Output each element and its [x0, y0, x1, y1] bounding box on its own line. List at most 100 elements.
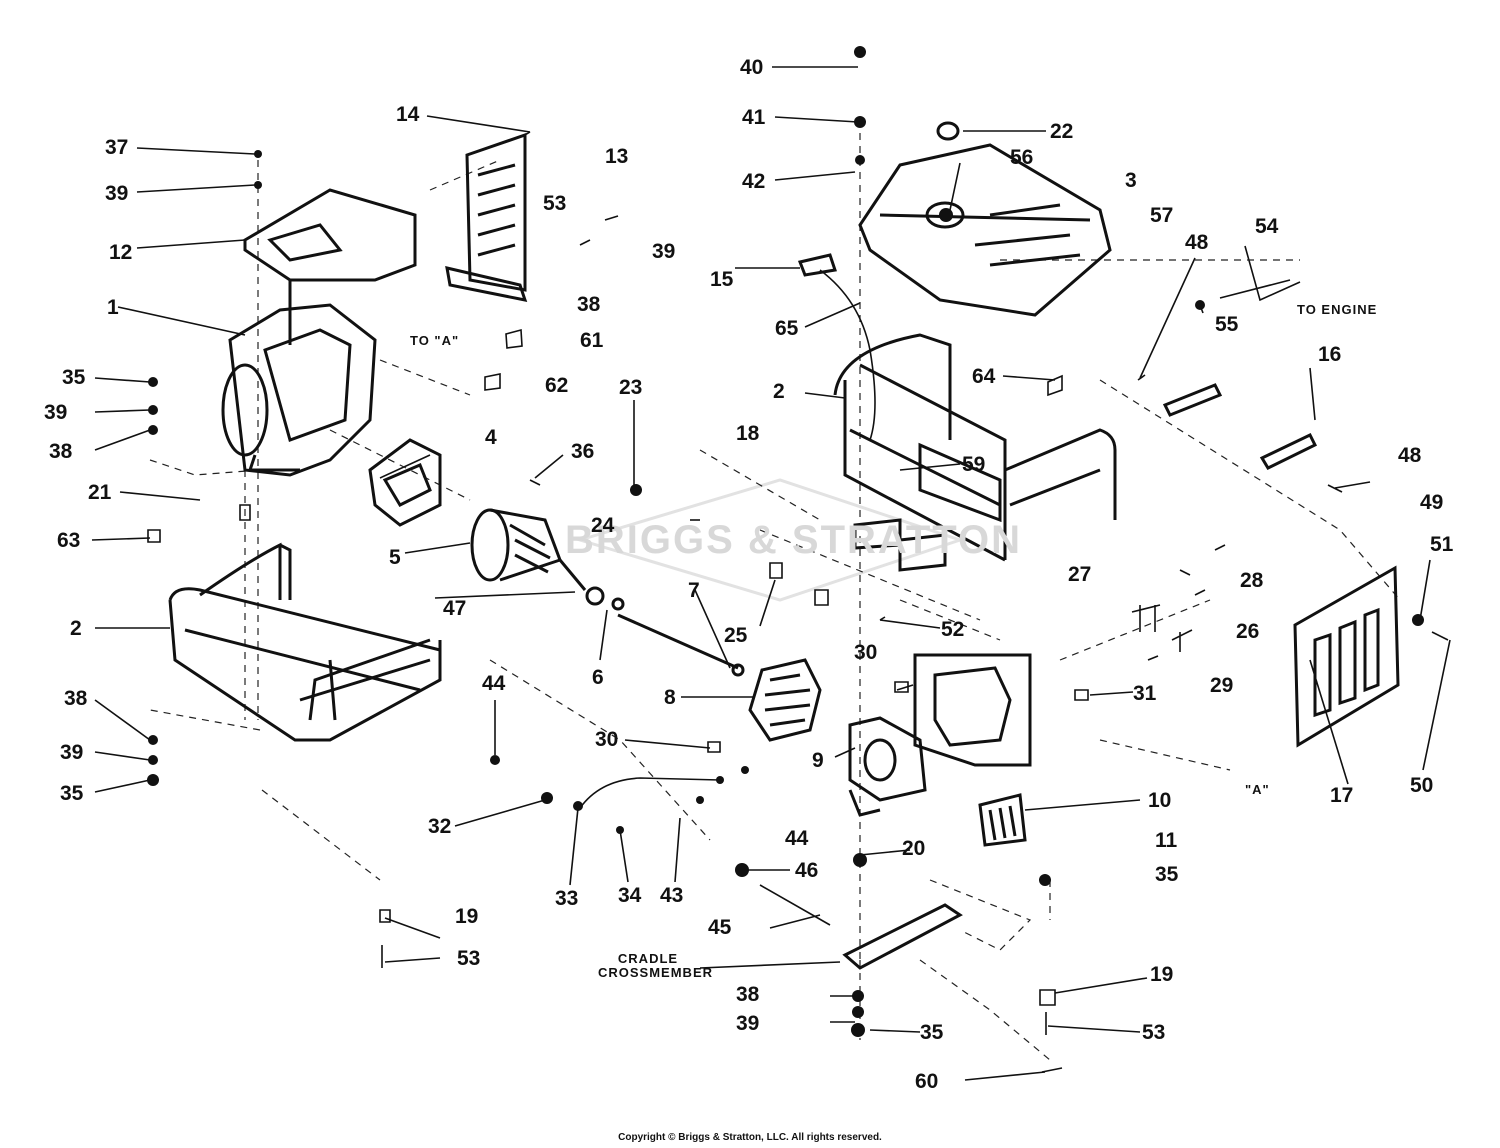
note-a-mark: "A" [1245, 782, 1270, 797]
callout-44a: 44 [482, 672, 506, 695]
callout-25: 25 [724, 624, 748, 647]
callout-2a: 2 [773, 380, 785, 403]
part-frame-left [168, 542, 442, 742]
note-to-engine: TO ENGINE [1297, 302, 1378, 317]
callout-14: 14 [396, 103, 420, 126]
callout-2b: 2 [70, 617, 82, 640]
callout-7: 7 [688, 579, 700, 602]
callout-63: 63 [57, 529, 81, 552]
note-cradle-line2: CROSSMEMBER [598, 965, 714, 981]
part-wire-harness [579, 777, 831, 926]
callout-4: 4 [485, 426, 497, 449]
callout-26: 26 [1236, 620, 1260, 643]
callout-41: 41 [742, 106, 766, 129]
callout-3: 3 [1125, 169, 1137, 192]
callout-39e: 39 [736, 1012, 760, 1035]
callout-46: 46 [795, 859, 819, 882]
callout-1: 1 [107, 296, 119, 319]
callout-10: 10 [1148, 789, 1172, 812]
callout-5: 5 [389, 546, 401, 569]
callout-57: 57 [1150, 204, 1174, 227]
callout-53c: 53 [1142, 1021, 1166, 1044]
callout-21: 21 [88, 481, 112, 504]
callout-22: 22 [1050, 120, 1074, 143]
part-hardware [147, 46, 1424, 1037]
callout-17: 17 [1330, 784, 1354, 807]
callout-8: 8 [664, 686, 676, 709]
callout-65: 65 [775, 317, 799, 340]
callout-37: 37 [105, 136, 129, 159]
callout-60: 60 [915, 1070, 939, 1093]
callout-54: 54 [1255, 215, 1279, 238]
callout-13: 13 [605, 145, 629, 168]
callout-55: 55 [1215, 313, 1239, 336]
callout-59: 59 [962, 453, 986, 476]
part-frame-right [833, 333, 1117, 562]
callout-31: 31 [1133, 682, 1157, 705]
part-fan-housing [368, 438, 442, 527]
callout-44b: 44 [785, 827, 809, 850]
part-end-cover-box [913, 653, 1032, 767]
part-crossmember [842, 903, 963, 970]
callout-51: 51 [1430, 533, 1454, 556]
callout-30b: 30 [595, 728, 619, 751]
callout-52: 52 [941, 618, 965, 641]
callout-24: 24 [591, 514, 615, 537]
part-outlet-panel [853, 518, 947, 572]
callout-50: 50 [1410, 774, 1434, 797]
callout-38b: 38 [49, 440, 73, 463]
callout-15: 15 [710, 268, 734, 291]
callout-42: 42 [742, 170, 766, 193]
callout-53a: 53 [543, 192, 567, 215]
part-misc-small [147, 131, 1449, 1073]
part-stator [748, 658, 822, 742]
callout-36: 36 [571, 440, 595, 463]
part-through-bolt [617, 613, 745, 677]
note-to-a: TO "A" [410, 333, 460, 348]
part-fuel-tank [858, 143, 1112, 317]
callout-38a: 38 [577, 293, 601, 316]
leader-lines [91, 66, 1451, 1081]
callout-39d: 39 [60, 741, 84, 764]
callout-62: 62 [545, 374, 569, 397]
note-cradle: CRADLE CROSSMEMBER [598, 951, 714, 981]
callout-38c: 38 [64, 687, 88, 710]
part-cover-small [978, 793, 1027, 847]
part-end-bell [848, 716, 927, 817]
part-shroud-plate [243, 188, 417, 345]
callout-11: 11 [1155, 829, 1178, 852]
callout-61: 61 [580, 329, 604, 352]
callout-16: 16 [1318, 343, 1342, 366]
callout-19a: 19 [455, 905, 479, 928]
callout-18: 18 [736, 422, 760, 445]
callout-45: 45 [708, 916, 732, 939]
callout-49: 49 [1420, 491, 1444, 514]
callout-43: 43 [660, 884, 684, 907]
callout-33: 33 [555, 887, 579, 910]
callout-40: 40 [740, 56, 764, 79]
callout-35a: 35 [62, 366, 86, 389]
callout-27: 27 [1068, 563, 1092, 586]
callout-19b: 19 [1150, 963, 1174, 986]
callout-38d: 38 [736, 983, 760, 1006]
callout-35c: 35 [1155, 863, 1179, 886]
callout-35d: 35 [920, 1021, 944, 1044]
callout-35b: 35 [60, 782, 84, 805]
callout-20: 20 [902, 837, 926, 860]
callout-12: 12 [109, 241, 133, 264]
callout-48a: 48 [1185, 231, 1209, 254]
part-guard-panel [445, 132, 528, 302]
part-rotor [470, 508, 625, 611]
callout-29: 29 [1210, 674, 1234, 697]
callout-39a: 39 [105, 182, 129, 205]
callout-56: 56 [1010, 146, 1034, 169]
part-engine [221, 303, 377, 477]
watermark-shield [574, 478, 965, 602]
callout-48b: 48 [1398, 444, 1422, 467]
callout-39b: 39 [652, 240, 676, 263]
part-fuel-cap [936, 121, 960, 141]
callout-23: 23 [619, 376, 643, 399]
callout-39c: 39 [44, 401, 68, 424]
